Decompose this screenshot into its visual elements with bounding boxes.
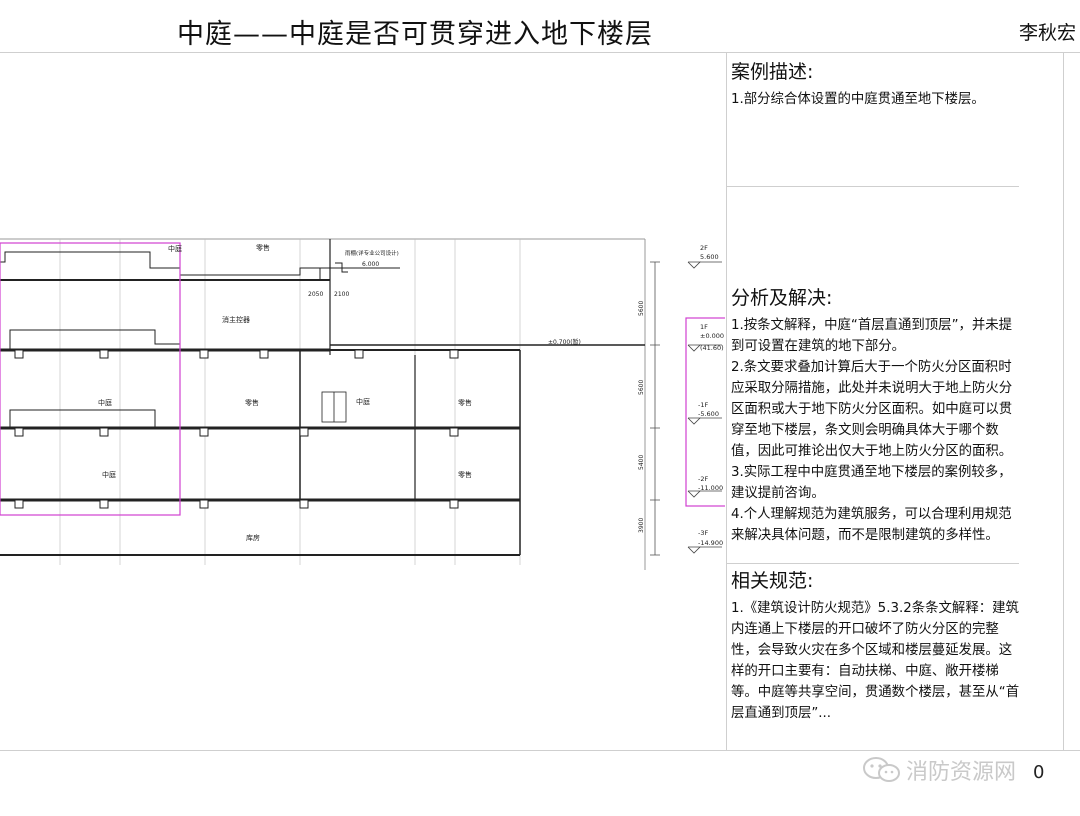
dim-2100: 2100 (334, 291, 349, 298)
room-label-retail-low: 零售 (458, 470, 472, 479)
room-label-fire-control: 消主控器 (222, 315, 250, 324)
dim-5600-a: 5600 (638, 301, 645, 316)
room-label-storage: 库房 (246, 533, 260, 542)
level-b1-name: -1F (698, 401, 708, 409)
room-label-atrium-top: 中庭 (168, 244, 182, 253)
case-body: 1.部分综合体设置的中庭贯通至地下楼层。 (731, 89, 1021, 110)
canopy-level: 6.000 (362, 261, 379, 268)
right-edge-line (1063, 52, 1064, 750)
dim-5600-b: 5600 (638, 380, 645, 395)
level-2f-elev: 5.600 (700, 253, 719, 261)
page-number: 0 (1033, 762, 1045, 783)
level-1f-extra: (41.60) (700, 344, 724, 352)
case-heading: 案例描述: (731, 61, 814, 83)
panel-separator-1 (727, 186, 1019, 187)
dim-2050: 2050 (308, 291, 323, 298)
level-2f-name: 2F (700, 244, 708, 252)
analysis-item-1: 1.按条文解释，中庭“首层直通到顶层”，并未提到可设置在建筑的地下部分。 (731, 318, 1013, 354)
room-label-retail-top: 零售 (256, 243, 270, 252)
watermark: 消防资源网 (862, 754, 1016, 786)
room-label-atrium-mid: 中庭 (98, 398, 112, 407)
dim-3900: 3900 (638, 518, 645, 533)
canopy-note: 雨棚(详专业公司设计) (345, 249, 399, 257)
room-label-retail-right: 零售 (458, 398, 472, 407)
author-name: 李秋宏 (1019, 22, 1077, 44)
case-panel: 案例描述: 1.部分综合体设置的中庭贯通至地下楼层。 (731, 60, 1021, 110)
analysis-item-4: 4.个人理解规范为建筑服务，可以合理利用规范来解决具体问题，而不是限制建筑的多样… (731, 507, 1012, 543)
section-drawing: 中庭 零售 雨棚(详专业公司设计) 6.000 2050 2100 消主控器 ±… (0, 238, 725, 570)
watermark-text: 消防资源网 (906, 760, 1017, 785)
level-b3-elev: -14.900 (698, 539, 723, 547)
level-b2-elev: -11.000 (698, 484, 723, 492)
dim-5400: 5400 (638, 455, 645, 470)
panel-separator-2 (727, 563, 1019, 564)
level-1f-name: 1F (700, 323, 708, 331)
codes-panel: 相关规范: 1.《建筑设计防火规范》5.3.2条条文解释：建筑内连通上下楼层的开… (731, 569, 1021, 724)
level-b1-elev: -5.600 (698, 410, 719, 418)
room-label-atrium-small: 中庭 (356, 397, 370, 406)
room-label-retail-mid: 零售 (245, 398, 259, 407)
codes-body: 1.《建筑设计防火规范》5.3.2条条文解释：建筑内连通上下楼层的开口破坏了防火… (731, 598, 1021, 724)
codes-heading: 相关规范: (731, 570, 814, 592)
wechat-icon (863, 757, 900, 782)
analysis-body: 1.按条文解释，中庭“首层直通到顶层”，并未提到可设置在建筑的地下部分。 2.条… (731, 315, 1021, 546)
analysis-heading: 分析及解决: (731, 287, 833, 309)
analysis-panel: 分析及解决: 1.按条文解释，中庭“首层直通到顶层”，并未提到可设置在建筑的地下… (731, 286, 1021, 546)
codes-item: 1.《建筑设计防火规范》5.3.2条条文解释：建筑内连通上下楼层的开口破坏了防火… (731, 601, 1020, 721)
level-b3-name: -3F (698, 529, 708, 537)
level-b2-name: -2F (698, 475, 708, 483)
ground-note: ±0.700(暂) (548, 338, 581, 346)
panel-divider (726, 52, 727, 750)
analysis-item-2: 2.条文要求叠加计算后大于一个防火分区面积时应采取分隔措施，此处并未说明大于地上… (731, 360, 1013, 459)
room-label-atrium-low: 中庭 (102, 470, 116, 479)
slide-title: 中庭——中庭是否可贯穿进入地下楼层 (177, 19, 653, 50)
analysis-item-3: 3.实际工程中中庭贯通至地下楼层的案例较多，建议提前咨询。 (731, 465, 1012, 501)
case-item: 1.部分综合体设置的中庭贯通至地下楼层。 (731, 92, 985, 107)
top-divider (0, 52, 1080, 53)
level-1f-elev: ±0.000 (700, 332, 724, 340)
bottom-divider (0, 750, 1080, 751)
